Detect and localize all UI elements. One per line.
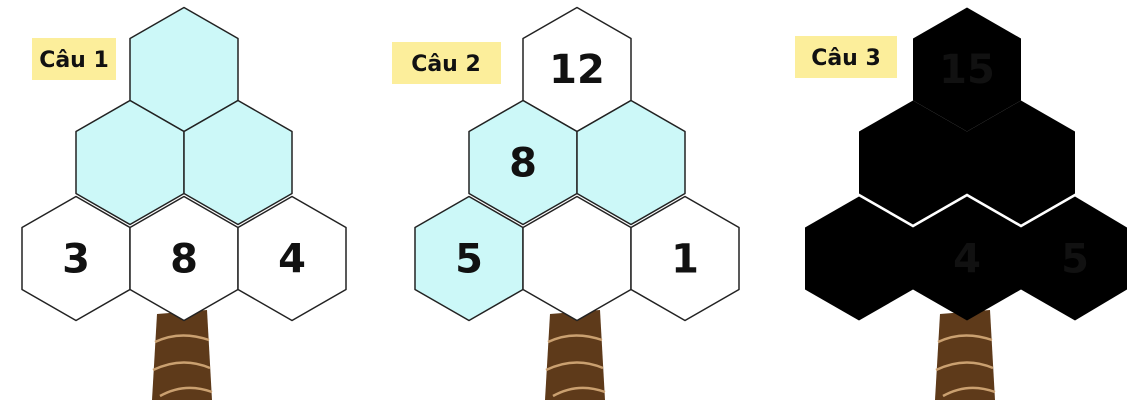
puzzle-label: Câu 2 (411, 52, 481, 77)
hex-cell-top[interactable]: 15 (913, 7, 1021, 132)
tree-trunk (152, 310, 213, 400)
hex-cell-value: 3 (62, 237, 90, 283)
puzzle-label: Câu 1 (39, 48, 109, 73)
puzzle-2: Câu 2 12 8 5 1 (392, 6, 740, 400)
hex-cell-value: 8 (509, 141, 537, 187)
hex-cell-middle-left[interactable]: 8 (468, 99, 578, 226)
hex-cell-value: 15 (939, 47, 995, 93)
hex-cell-top[interactable]: 12 (522, 6, 632, 133)
hex-cell-value: 5 (455, 237, 483, 283)
hex-cell-middle-right[interactable] (183, 99, 293, 226)
hex-cell-bottom-center[interactable]: 4 (913, 196, 1021, 321)
tree-trunk (935, 310, 996, 400)
puzzle-3: Câu 3 15 4 5 (795, 7, 1127, 400)
hex-cell-bottom-right[interactable]: 4 (237, 195, 347, 322)
label-badge: Câu 3 (795, 36, 897, 78)
hex-cell-bottom-left[interactable] (805, 196, 913, 321)
label-badge: Câu 2 (392, 42, 501, 84)
hex-cell-value: 5 (1061, 237, 1089, 283)
hex-cell-value: 4 (278, 237, 306, 283)
hex-cell-value: 4 (953, 237, 981, 283)
hex-cell-middle-right[interactable] (576, 99, 686, 226)
hex-cell-bottom-right[interactable]: 1 (630, 195, 740, 322)
hex-cell-bottom-right[interactable]: 5 (1021, 196, 1127, 321)
hex-cell-value: 12 (549, 47, 605, 93)
tree-trunk (545, 310, 606, 400)
label-badge: Câu 1 (32, 38, 116, 80)
hex-cell-value: 1 (671, 237, 699, 283)
hex-cell-middle-left[interactable] (859, 100, 967, 225)
hex-cell-middle-right[interactable] (967, 100, 1075, 225)
puzzle-1: Câu 1 3 8 4 (21, 6, 347, 400)
puzzle-label: Câu 3 (811, 46, 881, 71)
hex-cell-value: 8 (170, 237, 198, 283)
hex-cell-bottom-center[interactable]: 8 (129, 195, 239, 322)
